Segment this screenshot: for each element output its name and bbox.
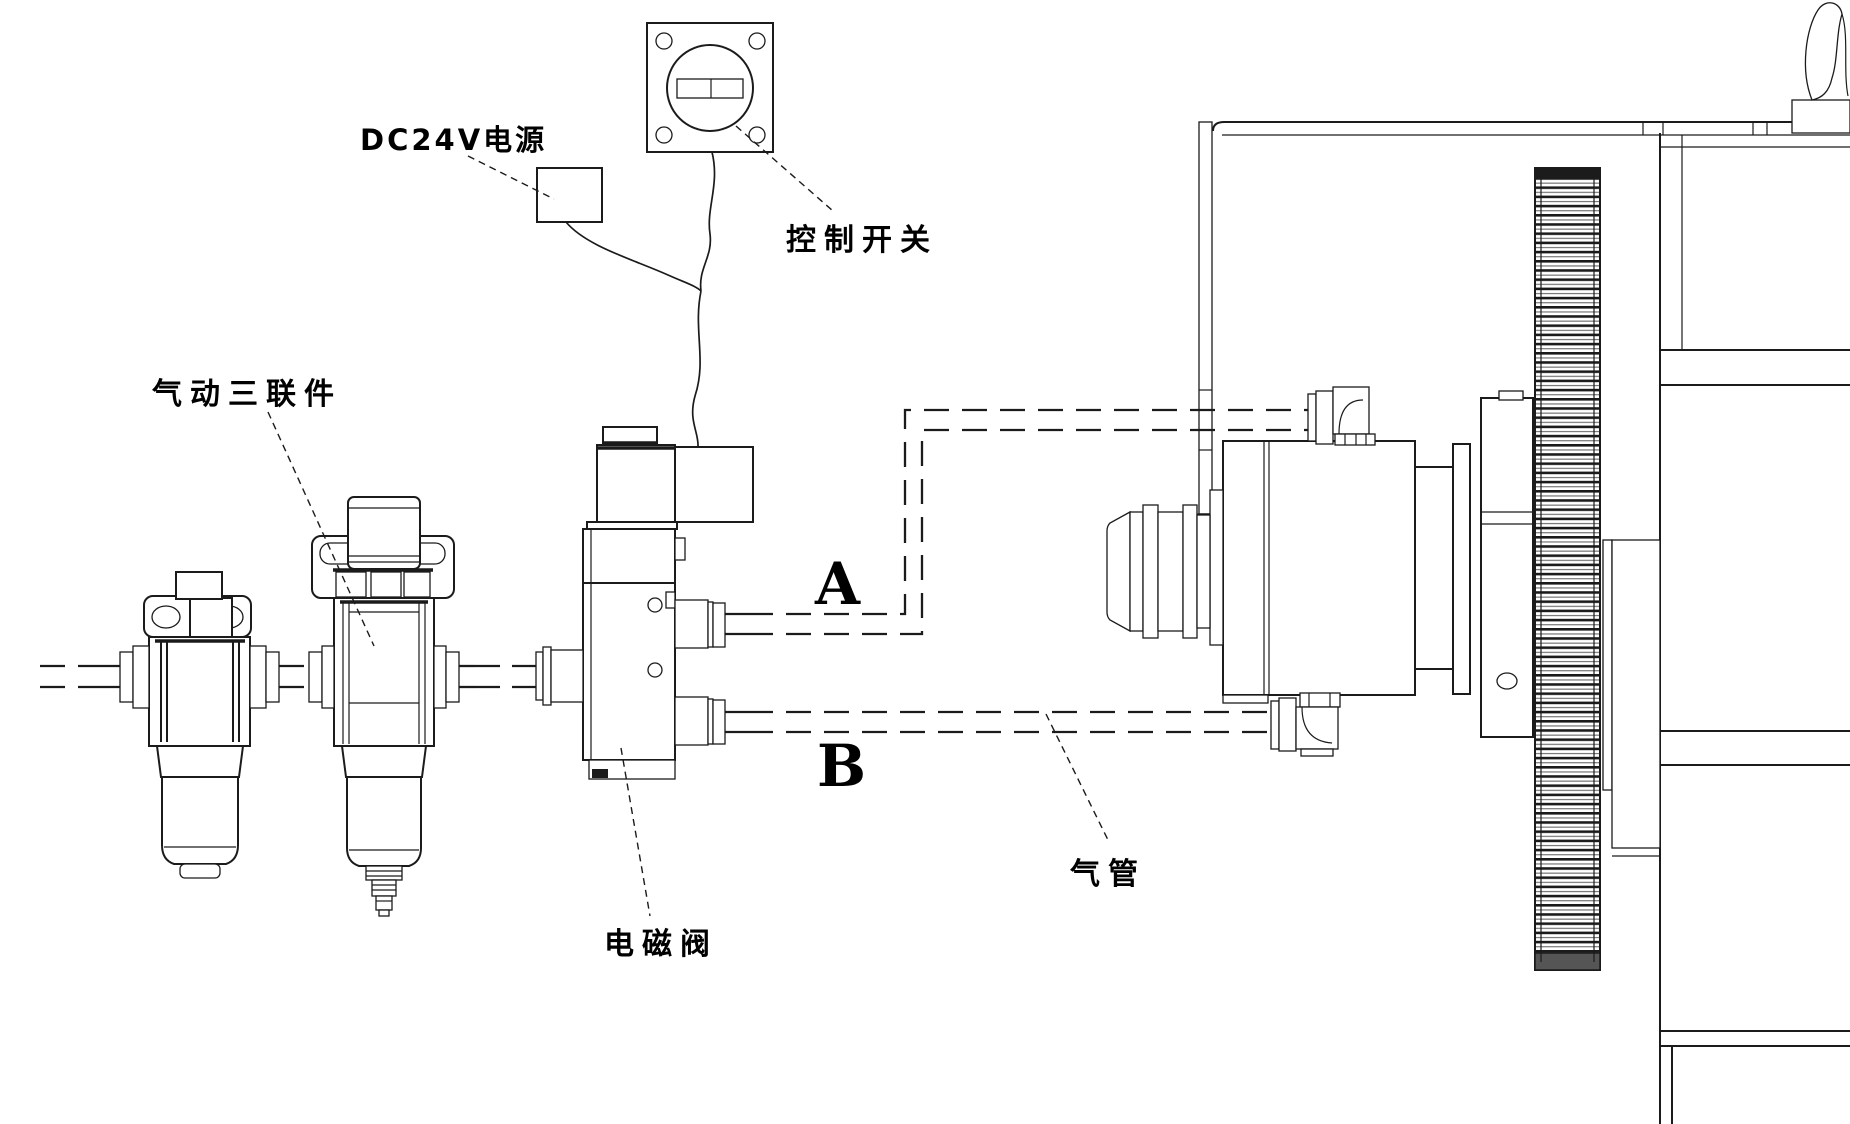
leader-power	[467, 155, 555, 200]
filter-bowl	[161, 776, 239, 865]
filter-bowl-2	[346, 776, 422, 867]
drain-valve	[365, 865, 403, 917]
support-bracket	[1193, 121, 1218, 526]
valve-port-b	[674, 696, 748, 746]
air-pipe-b	[748, 710, 1271, 734]
valve-wire	[691, 290, 702, 448]
power-supply-box	[536, 167, 603, 223]
label-air-pipe: 气管	[1070, 857, 1146, 892]
label-power-supply: DC24V电源	[360, 123, 547, 157]
valve-screw	[647, 597, 663, 613]
solenoid-valve	[535, 426, 754, 780]
wiring	[565, 151, 716, 448]
supply-pipe-line	[40, 664, 536, 689]
elbow-fitting-b	[1270, 692, 1341, 757]
cable-squiggle	[1804, 2, 1843, 101]
valve-body	[582, 528, 676, 761]
leader-switch	[735, 125, 834, 212]
flange-hole	[1496, 672, 1518, 690]
power-wire	[565, 221, 702, 292]
switch-wire	[699, 151, 716, 292]
control-switch	[646, 22, 774, 153]
flange-disc	[1480, 390, 1534, 738]
gear	[1534, 167, 1601, 971]
motor-housing	[1659, 133, 1850, 1124]
spacer-ring	[1452, 443, 1471, 695]
valve-port-a	[674, 599, 748, 649]
lubricator-unit	[119, 571, 280, 879]
valve-inlet-port	[535, 646, 584, 706]
label-control-switch: 控制开关	[786, 223, 938, 258]
cylinder-neck	[1414, 466, 1454, 670]
pneumatic-triple-unit	[119, 496, 460, 917]
clamp-cylinder	[1209, 440, 1416, 704]
adjust-knob	[175, 571, 223, 600]
machine-top-plate	[1212, 121, 1850, 148]
wiring-box	[674, 446, 754, 523]
rear-plates	[1602, 539, 1661, 857]
switch-slot	[676, 78, 744, 99]
solenoid-coil	[596, 444, 676, 524]
annotations: DC24V电源 控制开关 气动三联件 电磁阀 气管 A B	[152, 123, 1146, 962]
terminal-box	[1791, 2, 1850, 134]
knob-stem	[189, 597, 233, 638]
lubricator-body	[148, 636, 251, 747]
leader-solenoid	[620, 747, 651, 917]
label-solenoid-valve: 电磁阀	[604, 927, 718, 962]
drain-cap	[179, 863, 221, 879]
label-pneumatic-triple-unit: 气动三联件	[152, 377, 342, 412]
label-port-a: A	[814, 550, 861, 618]
air-pipe-a	[748, 408, 1308, 636]
label-port-b: B	[817, 732, 866, 800]
filter-regulator-unit	[308, 496, 460, 917]
elbow-fitting-a	[1307, 386, 1376, 446]
valve-screw	[647, 662, 663, 678]
leader-triple-unit	[267, 411, 375, 647]
hose-barb-connector	[1106, 504, 1211, 639]
machine-assembly	[1106, 2, 1850, 1124]
